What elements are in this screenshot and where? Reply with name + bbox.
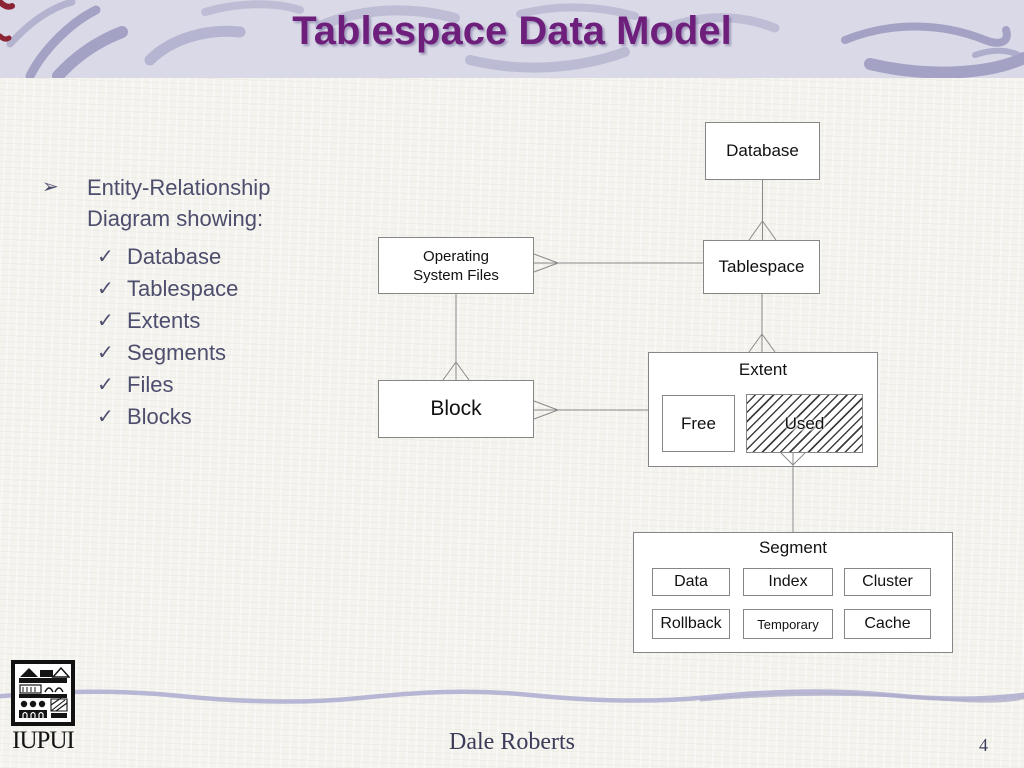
node-used-hatched: Used [746, 394, 863, 453]
node-osf-label: Operating System Files [413, 247, 499, 285]
bullet-indent-spacer [42, 203, 87, 234]
footer-divider-wave [0, 689, 1024, 704]
bullet-lead-text-2: Diagram showing: [87, 206, 264, 231]
bullet-list: ➢ Entity-Relationship Diagram showing: ✓… [42, 172, 270, 433]
iupui-logo: IUPUI [8, 660, 78, 755]
check-item-label: Database [127, 244, 222, 269]
node-segment-index: Index [743, 568, 833, 596]
node-extent-label: Extent [738, 360, 788, 379]
checkmark-icon: ✓ [97, 246, 114, 268]
logo-wordmark: IUPUI [12, 727, 75, 754]
check-item-label: Segments [127, 340, 227, 365]
page-title: Tablespace Data Model [292, 9, 732, 53]
logo-artwork-frame [11, 660, 75, 726]
checkmark-icon: ✓ [97, 310, 114, 332]
list-item: ✓ Segments [97, 337, 270, 369]
bullet-lead-text-1: Entity-Relationship [87, 175, 271, 200]
page-number: 4 [979, 735, 988, 755]
node-tablespace: Tablespace [703, 240, 820, 294]
node-segment-label: Segment [758, 538, 828, 557]
check-item-label: Blocks [127, 404, 192, 429]
list-item: ✓ Files [97, 369, 270, 401]
checkmark-icon: ✓ [97, 374, 114, 396]
logo-artwork [16, 665, 71, 721]
node-operating-system-files: Operating System Files [378, 237, 534, 294]
footer-author: Dale Roberts [449, 729, 575, 755]
node-segment-data: Data [652, 568, 730, 596]
bullet-lead-line-2: Diagram showing: [42, 203, 270, 234]
list-item: ✓ Tablespace [97, 273, 270, 305]
node-segment-cluster: Cluster [844, 568, 931, 596]
node-segment-cache: Cache [844, 609, 931, 639]
check-item-label: Tablespace [127, 276, 239, 301]
node-free: Free [662, 395, 735, 452]
node-segment-temporary: Temporary [743, 609, 833, 639]
node-segment-rollback: Rollback [652, 609, 730, 639]
header-banner: Tablespace Data Model [0, 0, 1024, 78]
checkmark-icon: ✓ [97, 342, 114, 364]
node-used-label: Used [784, 413, 825, 433]
arrow-bullet-icon: ➢ [42, 176, 59, 198]
list-item: ✓ Blocks [97, 401, 270, 433]
check-item-label: Files [127, 372, 174, 397]
check-item-label: Extents [127, 308, 201, 333]
node-osf-line2: System Files [413, 266, 499, 284]
list-item: ✓ Database [97, 241, 270, 273]
node-database: Database [705, 122, 820, 180]
checkmark-icon: ✓ [97, 406, 114, 428]
check-list: ✓ Database ✓ Tablespace ✓ Extents ✓ Segm… [97, 241, 270, 433]
list-item: ✓ Extents [97, 305, 270, 337]
node-osf-line1: Operating [423, 247, 489, 265]
node-block: Block [378, 380, 534, 438]
checkmark-icon: ✓ [97, 278, 114, 300]
bullet-lead-line-1: ➢ Entity-Relationship [42, 172, 270, 203]
header-swirl-graphic [0, 0, 1024, 78]
